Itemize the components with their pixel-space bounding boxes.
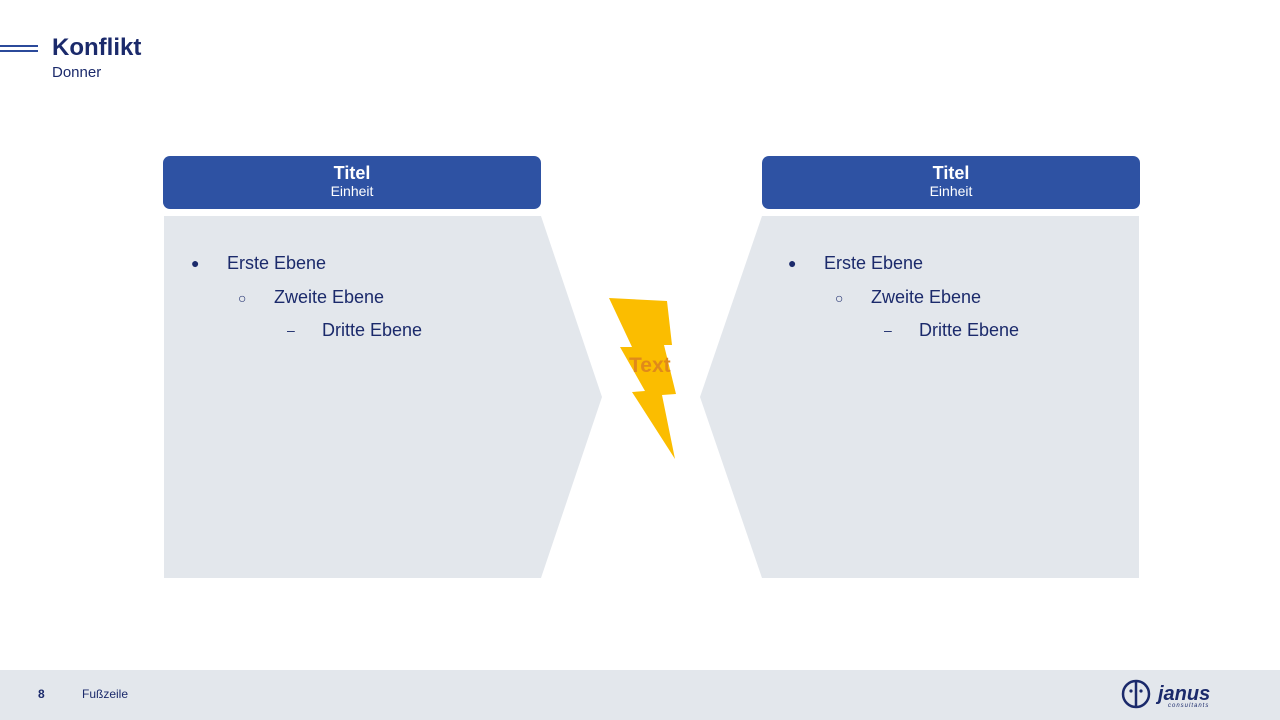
svg-text:janus: janus <box>1155 683 1210 705</box>
bullet-level-1: ● <box>191 255 200 271</box>
bolt-label: Text <box>629 354 671 377</box>
left-panel-shape <box>164 216 602 578</box>
title-accent-lines <box>0 45 38 55</box>
left-header-title: Titel <box>333 163 371 183</box>
left-header-box: Titel Einheit <box>163 156 541 209</box>
bullet-level-1: ● <box>788 255 797 271</box>
bullet-level-3: – <box>287 322 295 338</box>
left-item-level-2: Zweite Ebene <box>274 287 385 307</box>
bullet-level-3: – <box>884 322 892 338</box>
right-header-unit: Einheit <box>929 183 973 199</box>
svg-text:consultants: consultants <box>1168 703 1209 709</box>
right-item-level-3: Dritte Ebene <box>919 320 1020 340</box>
slide-title: Konflikt <box>52 34 142 61</box>
bullet-level-2: ○ <box>835 290 844 306</box>
page-number: 8 <box>38 687 45 701</box>
left-header-unit: Einheit <box>330 183 374 199</box>
left-item-level-1: Erste Ebene <box>227 253 327 273</box>
right-item-level-1: Erste Ebene <box>824 253 924 273</box>
bullet-level-2: ○ <box>238 290 247 306</box>
right-item-level-2: Zweite Ebene <box>871 287 982 307</box>
footer: 8 Fußzeile janus consultants <box>0 670 1280 720</box>
right-panel-shape <box>700 216 1139 578</box>
right-header-title: Titel <box>932 163 970 183</box>
footer-text: Fußzeile <box>82 687 129 701</box>
slide-subtitle: Donner <box>52 64 102 81</box>
janus-logo: janus consultants <box>1121 679 1210 709</box>
right-header-box: Titel Einheit <box>762 156 1140 209</box>
left-item-level-3: Dritte Ebene <box>322 320 423 340</box>
